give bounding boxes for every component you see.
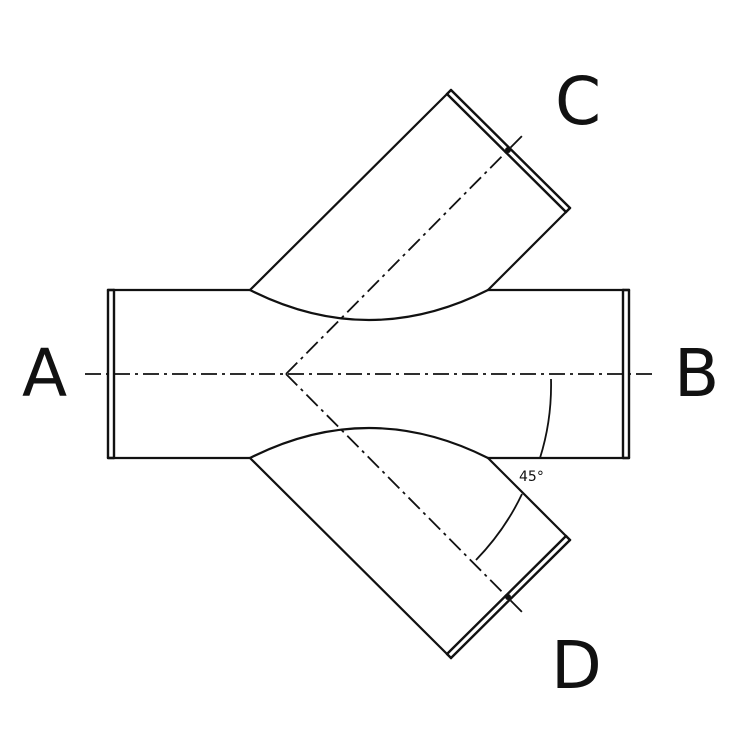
centerline-point-d [505,594,511,600]
branch-d [248,427,568,656]
branch-c-right-wall [486,210,568,292]
angle-arc-branch [475,493,523,561]
port-label-b: B [674,335,719,412]
branch-c [248,92,568,321]
port-label-a: A [22,335,67,412]
branch-d-left-wall [248,456,449,656]
port-label-c: C [555,63,601,140]
centerlines [85,135,655,613]
centerline-branch-c [285,135,523,375]
angle-label: 45° [519,469,544,485]
branch-c-left-wall [248,92,449,292]
branch-c-intersection-curve [248,288,490,321]
angle-dimension [475,378,552,561]
port-label-d: D [551,627,602,704]
angle-arc-main [539,378,552,459]
branch-d-intersection-curve [248,427,490,460]
main-pipe [107,288,630,460]
branch-d-right-wall [486,456,568,538]
centerline-branch-d [285,373,523,613]
centerline-point-c [505,147,511,153]
